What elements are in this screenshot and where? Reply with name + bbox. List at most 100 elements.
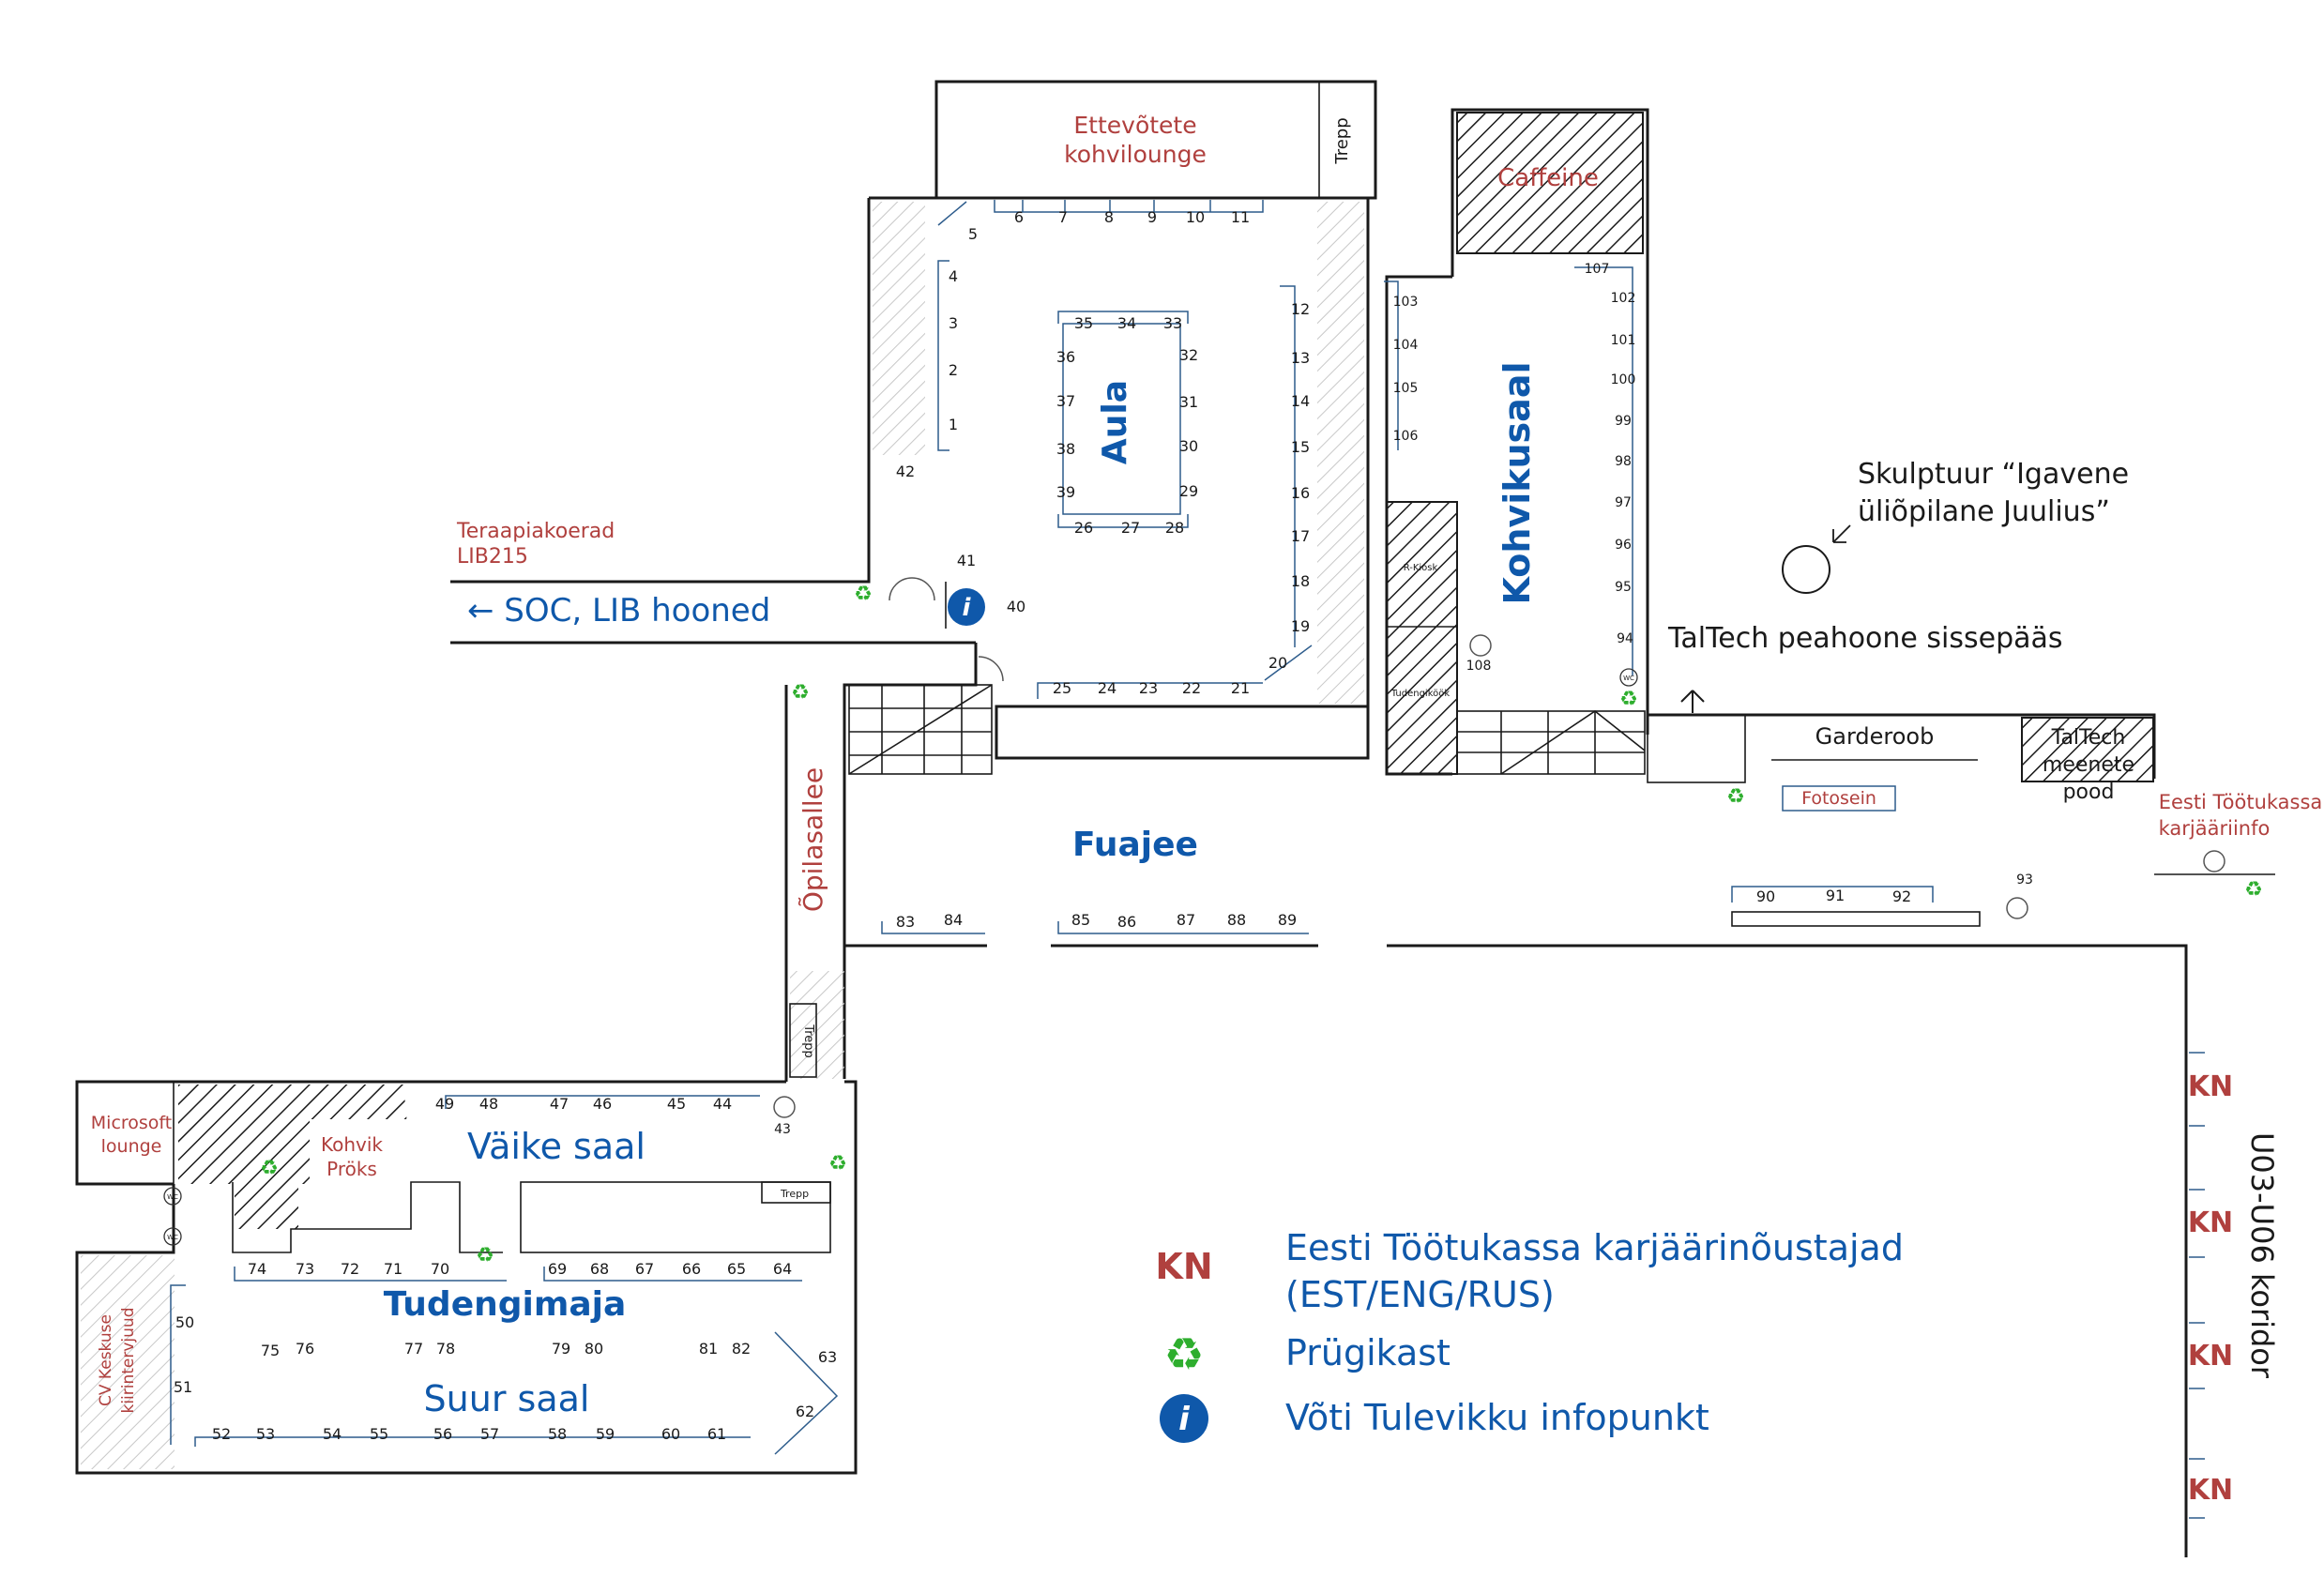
booth-number[interactable]: 40 xyxy=(1007,598,1025,615)
soc-lib-label[interactable]: ← SOC, LIB hooned xyxy=(467,592,770,630)
booth-number[interactable]: 44 xyxy=(713,1095,732,1113)
booth-number[interactable]: 64 xyxy=(773,1260,792,1278)
booth-number[interactable]: 20 xyxy=(1268,654,1287,672)
booth-number[interactable]: 58 xyxy=(548,1425,567,1443)
booth-number[interactable]: 57 xyxy=(480,1425,499,1443)
booth-number[interactable]: 46 xyxy=(593,1095,612,1113)
booth-number[interactable]: 76 xyxy=(296,1340,314,1358)
booth-number[interactable]: 75 xyxy=(261,1342,280,1359)
booth-number[interactable]: 52 xyxy=(212,1425,231,1443)
booth-number[interactable]: 41 xyxy=(957,552,976,569)
booth-number[interactable]: 69 xyxy=(548,1260,567,1278)
info-point-map[interactable]: i xyxy=(948,588,985,626)
booth-number[interactable]: 12 xyxy=(1291,300,1310,318)
booth-number[interactable]: 95 xyxy=(1615,580,1632,595)
booth-number[interactable]: 25 xyxy=(1053,679,1071,697)
booth-number[interactable]: 16 xyxy=(1291,484,1310,502)
booth-number[interactable]: 21 xyxy=(1231,679,1250,697)
booth-number[interactable]: 73 xyxy=(296,1260,314,1278)
booth-number[interactable]: 6 xyxy=(1014,208,1024,226)
booth-number[interactable]: 59 xyxy=(596,1425,615,1443)
booth-number[interactable]: 74 xyxy=(248,1260,266,1278)
booth-number[interactable]: 28 xyxy=(1165,519,1184,537)
booth-number[interactable]: 37 xyxy=(1056,392,1075,410)
booth-number[interactable]: 55 xyxy=(370,1425,388,1443)
booth-number[interactable]: 15 xyxy=(1291,438,1310,456)
booth-number[interactable]: 65 xyxy=(727,1260,746,1278)
booth-number[interactable]: 36 xyxy=(1056,348,1075,366)
booth-number[interactable]: 10 xyxy=(1186,208,1205,226)
booth-number[interactable]: 79 xyxy=(552,1340,570,1358)
booth-number[interactable]: 106 xyxy=(1393,429,1419,444)
booth-number[interactable]: 43 xyxy=(774,1122,791,1137)
booth-number[interactable]: 97 xyxy=(1615,495,1632,510)
booth-number[interactable]: 53 xyxy=(256,1425,275,1443)
booth-number[interactable]: 66 xyxy=(682,1260,701,1278)
booth-number[interactable]: 7 xyxy=(1058,208,1068,226)
booth-number[interactable]: 86 xyxy=(1117,913,1136,931)
booth-number[interactable]: 17 xyxy=(1291,527,1310,545)
booth-number[interactable]: 82 xyxy=(732,1340,751,1358)
booth-number[interactable]: 11 xyxy=(1231,208,1250,226)
booth-number[interactable]: 13 xyxy=(1291,349,1310,367)
booth-number[interactable]: 27 xyxy=(1121,519,1140,537)
booth-number[interactable]: 84 xyxy=(944,911,963,929)
booth-number[interactable]: 30 xyxy=(1179,437,1198,455)
booth-number[interactable]: 70 xyxy=(431,1260,449,1278)
booth-number[interactable]: 62 xyxy=(796,1403,814,1420)
booth-number[interactable]: 39 xyxy=(1056,483,1075,501)
booth-number[interactable]: 3 xyxy=(949,314,958,332)
booth-number[interactable]: 83 xyxy=(896,913,915,931)
booth-number[interactable]: 34 xyxy=(1117,314,1136,332)
booth-number[interactable]: 87 xyxy=(1177,911,1195,929)
booth-number[interactable]: 78 xyxy=(436,1340,455,1358)
booth-number[interactable]: 90 xyxy=(1756,888,1775,905)
booth-number[interactable]: 96 xyxy=(1615,538,1632,553)
booth-number[interactable]: 60 xyxy=(661,1425,680,1443)
booth-number[interactable]: 38 xyxy=(1056,440,1075,458)
booth-number[interactable]: 94 xyxy=(1617,631,1633,646)
booth-number[interactable]: 49 xyxy=(435,1095,454,1113)
booth-number[interactable]: 71 xyxy=(384,1260,403,1278)
booth-number[interactable]: 102 xyxy=(1611,291,1636,306)
booth-number[interactable]: 101 xyxy=(1611,333,1636,348)
booth-number[interactable]: 18 xyxy=(1291,572,1310,590)
booth-number[interactable]: 1 xyxy=(949,416,958,433)
booth-number[interactable]: 26 xyxy=(1074,519,1093,537)
booth-number[interactable]: 72 xyxy=(341,1260,359,1278)
booth-number[interactable]: 56 xyxy=(433,1425,452,1443)
booth-number[interactable]: 5 xyxy=(968,225,978,243)
booth-number[interactable]: 92 xyxy=(1892,888,1911,905)
booth-number[interactable]: 8 xyxy=(1104,208,1114,226)
booth-number[interactable]: 45 xyxy=(667,1095,686,1113)
booth-number[interactable]: 63 xyxy=(818,1348,837,1366)
booth-number[interactable]: 80 xyxy=(585,1340,603,1358)
booth-number[interactable]: 32 xyxy=(1179,346,1198,364)
booth-number[interactable]: 99 xyxy=(1615,414,1632,429)
booth-number[interactable]: 88 xyxy=(1227,911,1246,929)
booth-number[interactable]: 103 xyxy=(1393,295,1419,310)
booth-number[interactable]: 2 xyxy=(949,361,958,379)
booth-number[interactable]: 108 xyxy=(1466,659,1492,674)
booth-number[interactable]: 93 xyxy=(2016,872,2033,888)
booth-number[interactable]: 89 xyxy=(1278,911,1297,929)
booth-number[interactable]: 98 xyxy=(1615,454,1632,469)
booth-number[interactable]: 100 xyxy=(1611,372,1636,387)
booth-number[interactable]: 91 xyxy=(1826,887,1845,904)
booth-number[interactable]: 35 xyxy=(1074,314,1093,332)
booth-number[interactable]: 85 xyxy=(1071,911,1090,929)
booth-number[interactable]: 19 xyxy=(1291,617,1310,635)
booth-number[interactable]: 67 xyxy=(635,1260,654,1278)
booth-number[interactable]: 47 xyxy=(550,1095,569,1113)
booth-number[interactable]: 42 xyxy=(896,463,915,480)
booth-number[interactable]: 14 xyxy=(1291,392,1310,410)
booth-number[interactable]: 107 xyxy=(1585,262,1610,277)
booth-number[interactable]: 104 xyxy=(1393,338,1419,353)
booth-number[interactable]: 24 xyxy=(1098,679,1116,697)
booth-number[interactable]: 50 xyxy=(175,1313,194,1331)
booth-number[interactable]: 68 xyxy=(590,1260,609,1278)
booth-number[interactable]: 54 xyxy=(323,1425,342,1443)
booth-number[interactable]: 9 xyxy=(1147,208,1157,226)
booth-number[interactable]: 81 xyxy=(699,1340,718,1358)
booth-number[interactable]: 23 xyxy=(1139,679,1158,697)
